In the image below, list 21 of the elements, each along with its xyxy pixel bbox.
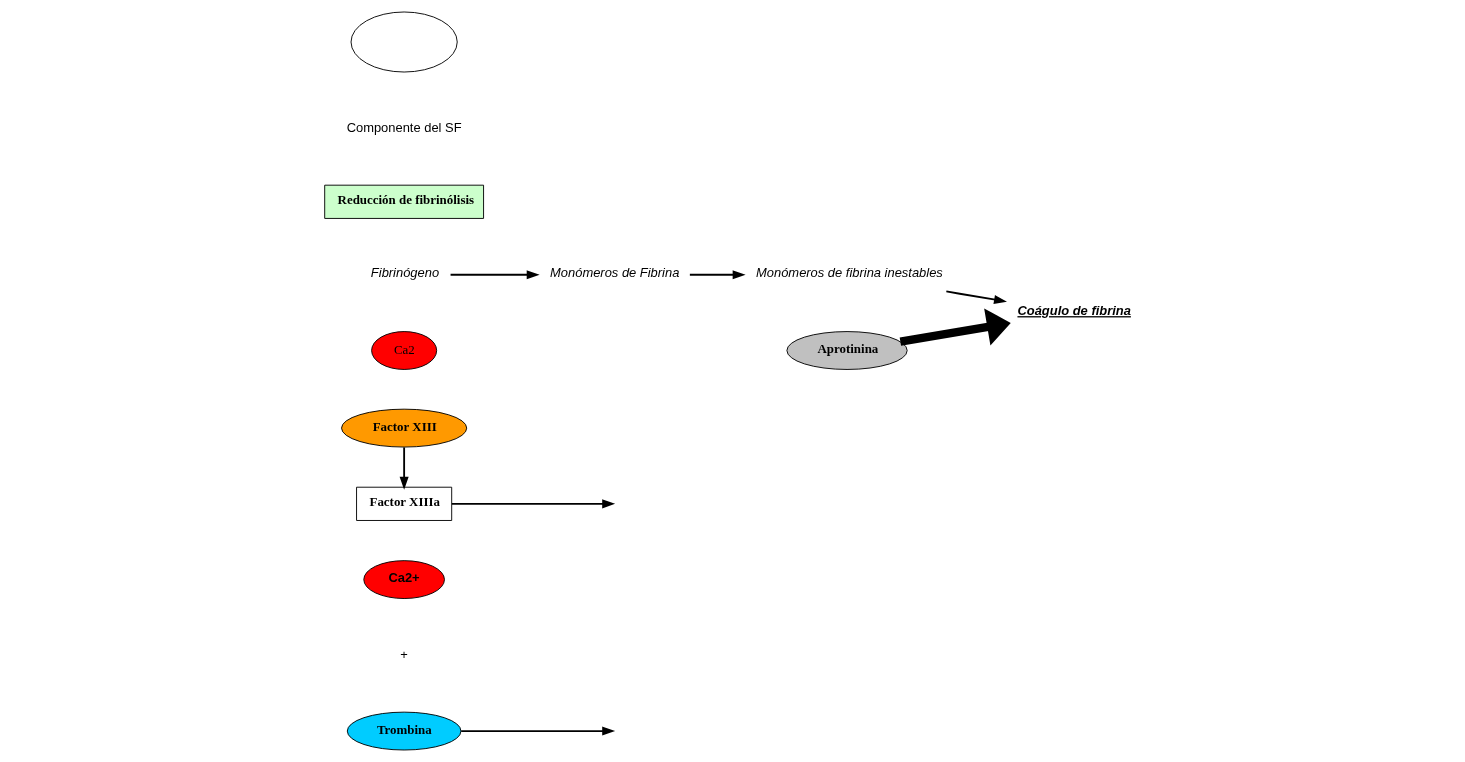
node-ellipse: Ca2 [371,331,438,370]
node-text: Monómeros de fibrina inestables [756,265,943,281]
node-box: Reducción de fibrinólisis [324,184,485,219]
node-ellipse: Aprotinina [786,331,908,370]
legend-label: Componente del SF [346,120,462,136]
node-circle [350,11,458,73]
node-box: Factor XIIIa [356,486,453,521]
arrow [449,270,540,280]
node-ellipse: Ca2+ [363,560,445,599]
node-text: Fibrinógeno [370,265,440,281]
arrow [899,308,1011,346]
arrow [945,290,1007,305]
node-ellipse: Factor XIII [341,408,468,448]
node-text: Monómeros de Fibrina [550,265,680,281]
node-text: Coágulo de fibrina [1017,303,1131,319]
label: + [400,646,408,662]
node-ellipse: Trombina [346,711,462,751]
arrow [460,726,616,736]
arrow [399,446,409,490]
arrow [450,499,616,509]
arrow [688,270,746,280]
